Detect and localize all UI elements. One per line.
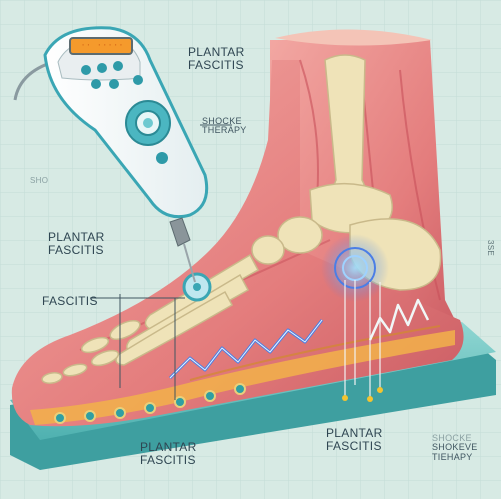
label-left-fascitis: FASCITIS: [42, 294, 98, 308]
label-leader-lines: [90, 124, 232, 400]
device-button-6: [133, 75, 143, 85]
label-right-vertical: 3SE: [486, 240, 495, 257]
label-left-faded: SHO: [30, 176, 49, 185]
device-button-3: [113, 61, 123, 71]
device-button-5: [109, 79, 119, 89]
device-button-2: [97, 63, 107, 73]
arch-treatment-point: [182, 272, 212, 302]
device-screen: [69, 37, 133, 55]
heel-shock-target: [321, 234, 389, 402]
shockwave-device: [43, 26, 209, 283]
sole-nodes: [54, 383, 246, 424]
device-button-1: [81, 65, 91, 75]
device-button-4: [91, 79, 101, 89]
device-screen-text: ·· ·····: [80, 41, 124, 51]
device-small-button: [156, 152, 168, 164]
